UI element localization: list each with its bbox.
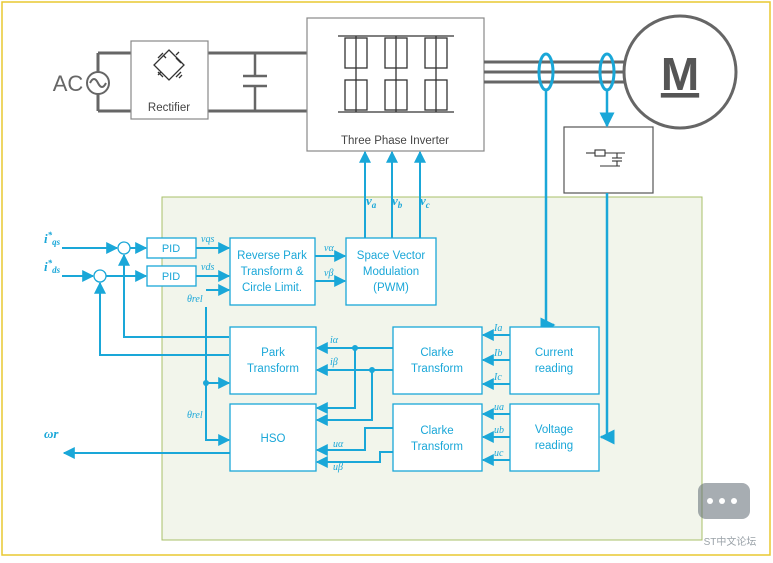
voltage-reading-label-1: Voltage [535, 424, 573, 436]
sum-junction-q [117, 241, 131, 255]
reverse-park-label-1: Reverse Park [237, 250, 307, 262]
svm-label-1: Space Vector [357, 250, 426, 262]
forum-watermark: ST中文论坛 [698, 483, 756, 548]
ids-ref-label: i*ds [44, 258, 61, 275]
rc-filter-icon [586, 149, 625, 167]
ubeta-label: uβ [333, 462, 343, 473]
vbeta-label: vβ [324, 268, 333, 279]
voltage-reading-block [509, 403, 600, 472]
sum-junction-d [93, 269, 107, 283]
valpha-label: vα [324, 243, 334, 254]
dc-link-capacitor-icon [243, 53, 267, 111]
park-label-1: Park [261, 347, 285, 359]
ialpha-label: iα [330, 335, 339, 346]
control-section [93, 237, 600, 472]
ua-label: ua [494, 402, 504, 413]
uc-label: uc [494, 448, 504, 459]
va-label: va [366, 193, 377, 210]
clarke-current-label-1: Clarke [420, 347, 453, 359]
voltage-filter-block [563, 126, 654, 194]
clarke-voltage-label-2: Transform [411, 441, 463, 453]
clarke-voltage-label-1: Clarke [420, 425, 453, 437]
current-reading-label-2: reading [535, 363, 573, 375]
watermark-text: ST中文论坛 [704, 535, 757, 548]
clarke-current-label-2: Transform [411, 363, 463, 375]
motor-label: M [661, 48, 699, 100]
sine-wave-icon [89, 78, 107, 88]
vb-label: vb [392, 193, 403, 210]
rectifier-label: Rectifier [148, 102, 190, 114]
omega-label: ωr [44, 426, 59, 441]
current-reading-block [509, 326, 600, 395]
ualpha-label: uα [333, 439, 344, 450]
vc-label: vc [420, 193, 430, 210]
ac-label: AC [53, 71, 84, 96]
current-reading-label-1: Current [535, 347, 574, 359]
ib-label: Ib [493, 348, 502, 359]
reverse-park-label-3: Circle Limit. [242, 282, 302, 294]
pid-q-label: PID [162, 243, 180, 255]
motor-icon [622, 14, 738, 130]
park-label-2: Transform [247, 363, 299, 375]
power-stage: AC Rectifier [53, 14, 738, 194]
clarke-voltage-block [392, 403, 483, 472]
inverter-label: Three Phase Inverter [341, 135, 449, 147]
signal-wiring [62, 150, 510, 468]
ub-label: ub [494, 425, 504, 436]
voltage-reading-label-2: reading [535, 440, 573, 452]
ic-label: Ic [493, 372, 502, 383]
reverse-park-label-2: Transform & [241, 266, 304, 278]
iqs-ref-label: i*qs [44, 230, 61, 247]
park-block [229, 326, 317, 395]
svm-label-2: Modulation [363, 266, 419, 278]
theta-rel-label-2: θrel [187, 410, 203, 421]
theta-rel-label-1: θrel [187, 294, 203, 305]
reverse-park-block [229, 237, 316, 306]
svm-label-3: (PWM) [373, 282, 409, 294]
igbt-bridge-icon [338, 35, 454, 113]
pid-d-label: PID [162, 271, 180, 283]
ia-label: Ia [493, 323, 502, 334]
clarke-current-block [392, 326, 483, 395]
ibeta-label: iβ [330, 357, 338, 368]
hso-label: HSO [261, 433, 286, 445]
vqs-label: vqs [201, 234, 214, 245]
svm-block [345, 237, 437, 306]
vds-label: vds [201, 262, 214, 273]
diode-bridge-icon [153, 49, 185, 81]
